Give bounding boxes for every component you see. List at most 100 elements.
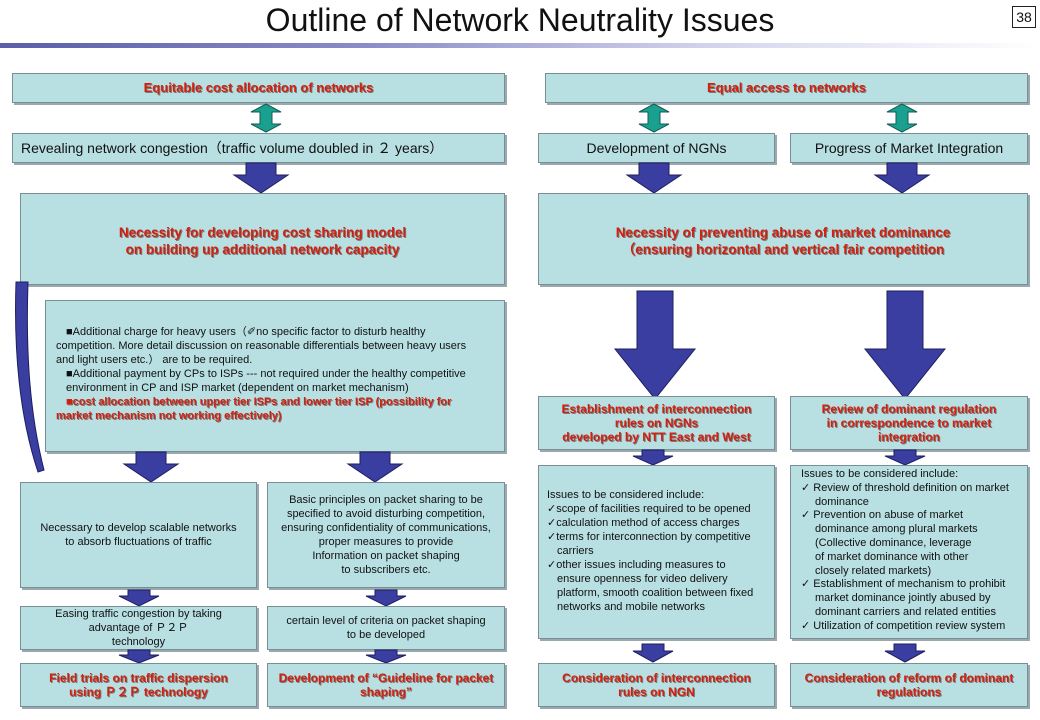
interconnection-line-3: developed by NTT East and West [562, 430, 751, 444]
down-arrow-to-criteria [365, 589, 407, 607]
issues-b-line-9: ✓ Establishment of mechanism to prohibit [801, 578, 1006, 591]
criteria-line-1: certain level of criteria on packet shap… [286, 615, 486, 627]
cost-sharing-line-2: on building up additional network capaci… [125, 242, 400, 257]
congestion-box: Revealing network congestion（traffic vol… [12, 133, 505, 163]
bullet-line-7: market mechanism not working effectively… [56, 410, 282, 422]
interconnection-rules-box: Establishment of interconnection rules o… [538, 396, 775, 450]
shaping-criteria-box: certain level of criteria on packet shap… [267, 606, 505, 650]
down-arrow-to-scalable [122, 451, 180, 483]
issues-b-line-10: market dominance jointly abused by [815, 592, 991, 605]
issues-b-line-5: dominance among plural markets [815, 523, 978, 536]
down-arrow-congestion [232, 162, 290, 194]
market-integration-text: Progress of Market Integration [814, 140, 1004, 156]
consider-ngn-line-1: Consideration of interconnection [562, 671, 751, 685]
teal-double-arrow-integration [886, 103, 918, 133]
ngn-development-text: Development of NGNs [586, 140, 727, 156]
teal-double-arrow-left [250, 103, 282, 133]
issues-b-line-8: closely related markets) [815, 564, 932, 577]
bullet-line-1: ■Additional charge for heavy users（✐no s… [66, 326, 426, 338]
guideline-box: Development of “Guideline for packet sha… [267, 663, 505, 707]
bullet-line-5: environment in CP and ISP market (depend… [66, 382, 409, 394]
big-down-arrow-ngn [613, 290, 697, 400]
dominant-regulation-review-box: Review of dominant regulation in corresp… [790, 396, 1028, 450]
issues-b-line-4: ✓ Prevention on abuse of market [801, 509, 964, 522]
interconnection-line-2: rules on NGNs [614, 416, 699, 430]
equal-access-header: Equal access to networks [545, 73, 1028, 103]
down-arrow-integration [873, 162, 931, 194]
easing-line-2: advantage of Ｐ２Ｐ [88, 622, 189, 634]
guideline-line-2: shaping” [359, 685, 412, 699]
principles-line-5: Information on packet shaping [312, 550, 460, 562]
field-trials-line-2: using Ｐ２Ｐ technology [69, 685, 208, 699]
additional-charges-box: ■Additional charge for heavy users（✐no s… [45, 300, 505, 452]
principles-line-3: ensuring confidentiality of communicatio… [281, 522, 491, 534]
page-number: 38 [1012, 6, 1036, 28]
big-down-arrow-integration [863, 290, 947, 400]
consider-reform-line-2: regulations [876, 685, 942, 699]
issues-a-line-1: Issues to be considered include: [547, 489, 705, 501]
bullet-line-2: competition. More detail discussion on r… [56, 340, 467, 352]
packet-sharing-principles-box: Basic principles on packet sharing to be… [267, 482, 505, 588]
consider-reform-line-1: Consideration of reform of dominant [804, 671, 1014, 685]
bullet-line-4: ■Additional payment by CPs to ISPs --- n… [66, 368, 466, 380]
easing-line-3: technology [111, 636, 166, 648]
issues-b-line-11: dominant carriers and related entities [815, 605, 996, 618]
page-title: Outline of Network Neutrality Issues [265, 2, 775, 38]
interconnection-issues-box: Issues to be considered include: ✓scope … [538, 465, 775, 639]
interconnection-line-1: Establishment of interconnection [561, 402, 752, 416]
field-trials-line-1: Field trials on traffic dispersion [49, 671, 228, 685]
principles-line-4: proper measures to provide [318, 536, 454, 548]
curved-side-arrow [15, 281, 45, 473]
issues-b-line-6: (Collective dominance, leverage [815, 536, 972, 549]
easing-line-1: Easing traffic congestion by taking [55, 608, 222, 620]
principles-line-6: to subscribers etc. [341, 564, 431, 576]
issues-a-line-2: ✓scope of facilities required to be open… [547, 503, 751, 515]
issues-a-line-8: platform, smooth coalition between fixed [557, 587, 754, 599]
down-arrow-ngn [625, 162, 683, 194]
principles-line-1: Basic principles on packet sharing to be [289, 494, 483, 506]
equal-access-header-text: Equal access to networks [707, 80, 866, 95]
scalable-networks-box: Necessary to develop scalable networks t… [20, 482, 257, 588]
ngn-development-box: Development of NGNs [538, 133, 775, 163]
criteria-line-2: to be developed [346, 629, 426, 641]
easing-congestion-box: Easing traffic congestion by taking adva… [20, 606, 257, 650]
cost-sharing-line-1: Necessity for developing cost sharing mo… [118, 225, 407, 240]
down-arrow-to-issues-a [632, 449, 674, 466]
issues-a-line-4: ✓terms for interconnection by competitiv… [547, 531, 751, 543]
dominance-line-2: （ensuring horizontal and vertical fair c… [621, 242, 945, 257]
review-line-2: in correspondence to market [826, 416, 992, 430]
cost-sharing-necessity-box: Necessity for developing cost sharing mo… [20, 193, 505, 285]
issues-b-line-1: Issues to be considered include: [801, 468, 959, 480]
issues-b-line-12: ✓ Utilization of competition review syst… [801, 619, 1006, 632]
down-arrow-to-consider-reform [884, 643, 926, 663]
down-arrow-to-easing [118, 589, 160, 607]
issues-b-line-3: dominance [815, 495, 869, 508]
down-arrow-to-principles [346, 451, 404, 483]
issues-b-line-2: ✓ Review of threshold definition on mark… [801, 481, 1009, 494]
dominance-line-1: Necessity of preventing abuse of market … [615, 225, 951, 240]
bullet-line-3: and light users etc.） are to be required… [56, 354, 253, 366]
down-arrow-to-consider-ngn [632, 643, 674, 663]
field-trials-box: Field trials on traffic dispersion using… [20, 663, 257, 707]
issues-a-line-6: ✓other issues including measures to [547, 559, 726, 571]
guideline-line-1: Development of “Guideline for packet [278, 671, 494, 685]
issues-a-line-3: ✓calculation method of access charges [547, 517, 740, 529]
issues-a-line-7: ensure openness for video delivery [557, 573, 728, 585]
issues-a-line-5: carriers [557, 545, 594, 557]
consider-reform-box: Consideration of reform of dominant regu… [790, 663, 1028, 707]
consider-ngn-line-2: rules on NGN [618, 685, 695, 699]
down-arrow-to-guideline [365, 649, 407, 664]
down-arrow-to-field-trials [118, 649, 160, 664]
scalable-line-1: Necessary to develop scalable networks [40, 522, 237, 534]
cost-allocation-header: Equitable cost allocation of networks [12, 73, 505, 103]
principles-line-2: specified to avoid disturbing competitio… [286, 508, 486, 520]
title-underline [0, 43, 1040, 48]
review-line-1: Review of dominant regulation [821, 402, 997, 416]
cost-allocation-header-text: Equitable cost allocation of networks [143, 80, 374, 95]
dominance-necessity-box: Necessity of preventing abuse of market … [538, 193, 1028, 285]
teal-double-arrow-ngn [638, 103, 670, 133]
congestion-text: Revealing network congestion（traffic vol… [21, 140, 444, 156]
bullet-line-6: ■cost allocation between upper tier ISPs… [66, 396, 452, 408]
consider-interconnection-box: Consideration of interconnection rules o… [538, 663, 775, 707]
down-arrow-to-issues-b [884, 449, 926, 466]
